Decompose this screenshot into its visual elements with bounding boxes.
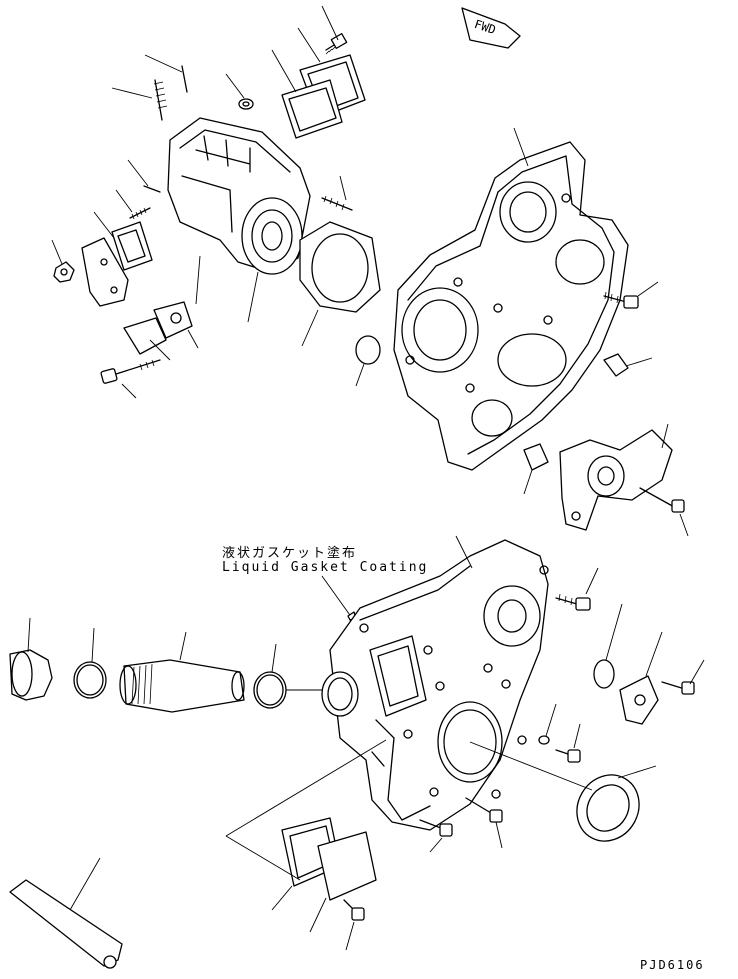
lower-right-bolt-mid [555,723,581,763]
drawing-code: PJD6106 [640,958,705,972]
upper-left-gasket [93,211,153,271]
upper-washer [225,73,254,110]
upper-left-nut [51,239,75,283]
upper-timing-case [393,127,629,471]
lower-bolt-bottom [419,819,453,853]
lower-bolt-center [465,797,503,849]
liquid-gasket-japanese-label: 液状ガスケット塗布 [222,546,358,561]
lower-right-washer [538,703,557,745]
upper-left-bolt-small [127,159,161,193]
lower-gasket-tube [9,857,123,969]
upper-gasket [271,49,343,139]
upper-left-stud [115,189,151,220]
lower-right-bolt-far [661,659,705,695]
upper-lower-bolt [100,359,161,399]
upper-lower-bracket [123,317,171,361]
upper-pump [559,423,673,531]
upper-left-cover [81,237,129,307]
lower-right-plate [619,631,663,725]
fwd-arrow: FWD [461,7,521,49]
lower-oring-left [73,627,107,699]
lower-cover-plate [309,831,377,933]
lower-pipe [119,631,245,713]
lower-callout-lines [225,739,387,881]
upper-round-gasket [299,221,381,347]
lower-right-cap [593,603,623,689]
fwd-label: FWD [473,17,498,37]
lower-cap [9,617,53,701]
lower-oil-seal [576,765,657,842]
lower-cover-gasket [371,719,431,821]
upper-right-stud [321,175,353,211]
liquid-gasket-english-label: Liquid Gasket Coating [222,560,429,575]
upper-case-dowel [603,353,653,377]
lower-right-bolt-top [555,567,599,611]
upper-case-bushing [523,443,549,495]
lower-annotation-leader [321,575,357,621]
upper-stud-long [111,54,188,121]
upper-case-bolt [603,281,659,309]
upper-lower-gasket [153,255,201,349]
upper-top-bolt [321,5,348,55]
upper-housing [167,117,311,323]
lower-oring-right [253,643,322,709]
lower-front-cover [321,535,549,831]
upper-oring [355,335,381,387]
upper-pump-bolt [639,487,689,537]
lower-seal-leader [469,741,593,791]
lower-plate-bolt [343,899,365,951]
